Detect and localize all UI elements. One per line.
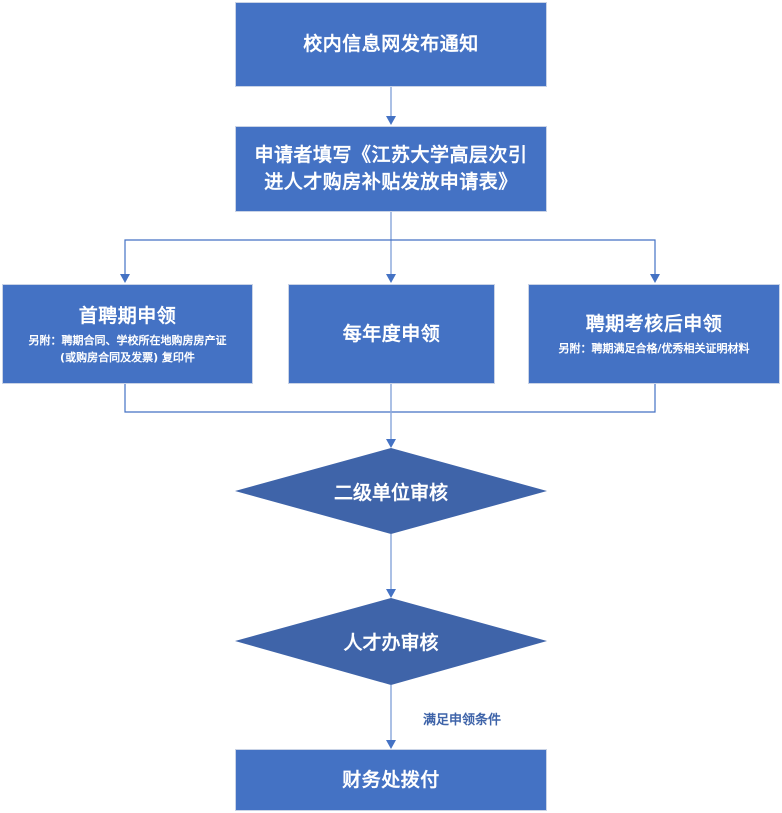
first-hire-note-line2: (或购房合同及发票) 复印件	[60, 350, 195, 364]
first-hire-node[interactable]: 首聘期申领 另附：聘期合同、学校所在地购房房产证 (或购房合同及发票) 复印件	[2, 284, 253, 384]
arrowhead	[386, 439, 396, 448]
first-hire-note-line1: 另附：聘期合同、学校所在地购房房产证	[28, 333, 227, 347]
finance-label: 财务处拨付	[342, 768, 440, 791]
after-review-note: 另附：聘期满足合格/优秀相关证明材料	[558, 342, 750, 355]
arrowhead	[386, 116, 396, 125]
arrowhead	[386, 740, 396, 749]
notice-label: 校内信息网发布通知	[303, 33, 479, 55]
talent-review-diamond[interactable]	[235, 598, 547, 685]
after-review-label: 聘期考核后申领	[585, 313, 723, 335]
first-hire-label: 首聘期申领	[78, 304, 177, 327]
after-review-node[interactable]: 聘期考核后申领 另附：聘期满足合格/优秀相关证明材料	[528, 284, 780, 384]
talent-review-label: 人才办审核	[343, 632, 439, 654]
annual-node[interactable]: 每年度申领	[288, 284, 495, 384]
annual-label: 每年度申领	[342, 322, 441, 345]
apply-form-label-line1: 申请者填写《江苏大学高层次引	[254, 144, 528, 166]
arrowhead	[120, 274, 130, 283]
apply-form-node[interactable]: 申请者填写《江苏大学高层次引 进人才购房补贴发放申请表》	[235, 126, 547, 212]
condition-label: 满足申领条件	[423, 713, 502, 728]
branch-connector	[124, 239, 656, 276]
join-connector	[124, 383, 656, 413]
notice-node[interactable]: 校内信息网发布通知	[235, 2, 547, 87]
arrowhead	[386, 274, 396, 283]
dept-review-diamond[interactable]	[235, 448, 547, 534]
apply-form-label-line2: 进人才购房补贴发放申请表》	[264, 171, 518, 193]
arrowhead	[386, 589, 396, 598]
finance-node[interactable]: 财务处拨付	[235, 749, 547, 811]
arrowhead	[650, 274, 660, 283]
dept-review-label: 二级单位审核	[333, 482, 448, 504]
